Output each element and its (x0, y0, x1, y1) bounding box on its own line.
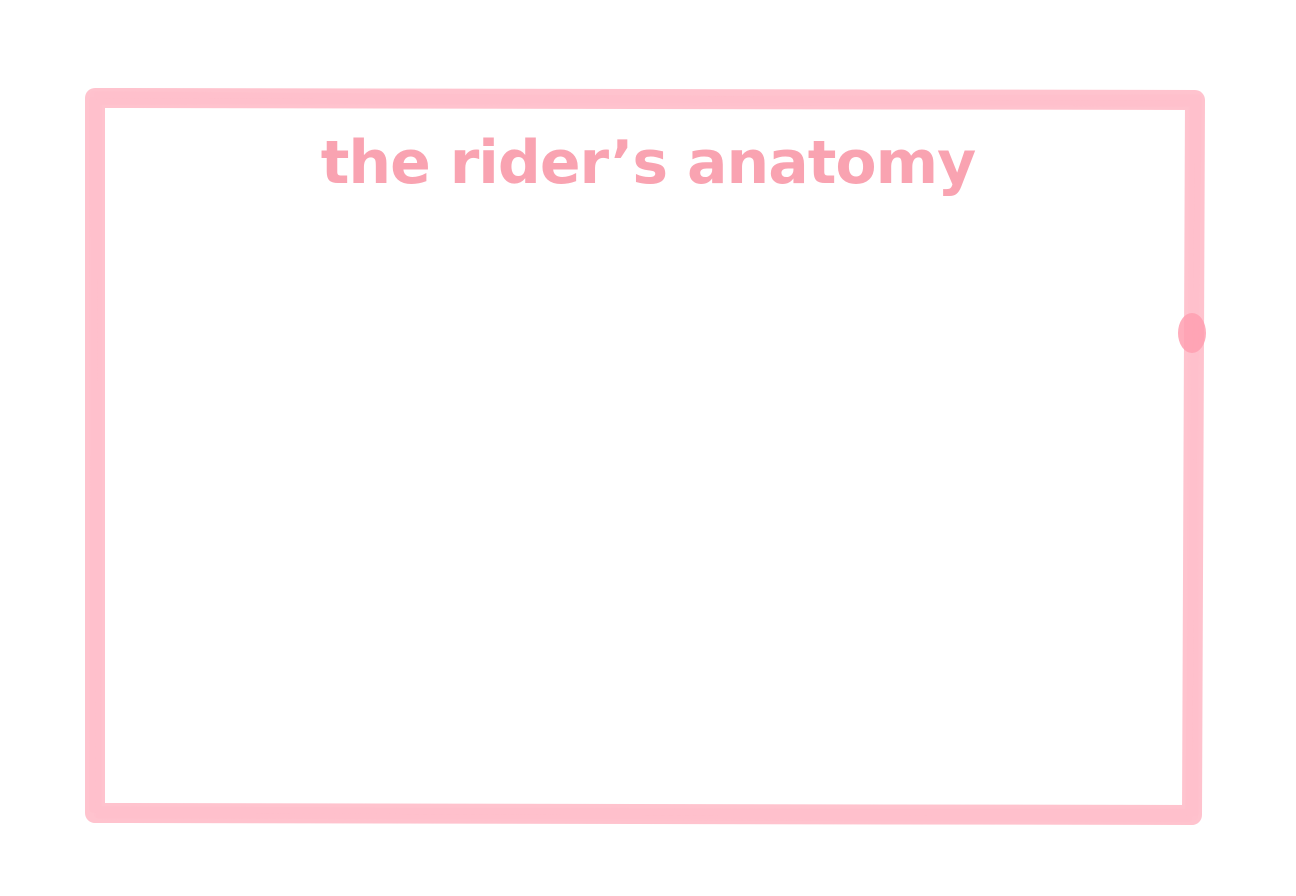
frame-stroke (89, 95, 1201, 815)
frame-stroke (85, 88, 1205, 825)
frame-stroke (96, 98, 1195, 822)
frame-stroke (89, 94, 1202, 819)
diagram-title: the rider’s anatomy (320, 128, 977, 198)
frame-stroke (90, 91, 1200, 816)
frame-edge-marker (1178, 313, 1206, 353)
frame-stroke (94, 92, 1198, 820)
frame-border (85, 88, 1205, 825)
